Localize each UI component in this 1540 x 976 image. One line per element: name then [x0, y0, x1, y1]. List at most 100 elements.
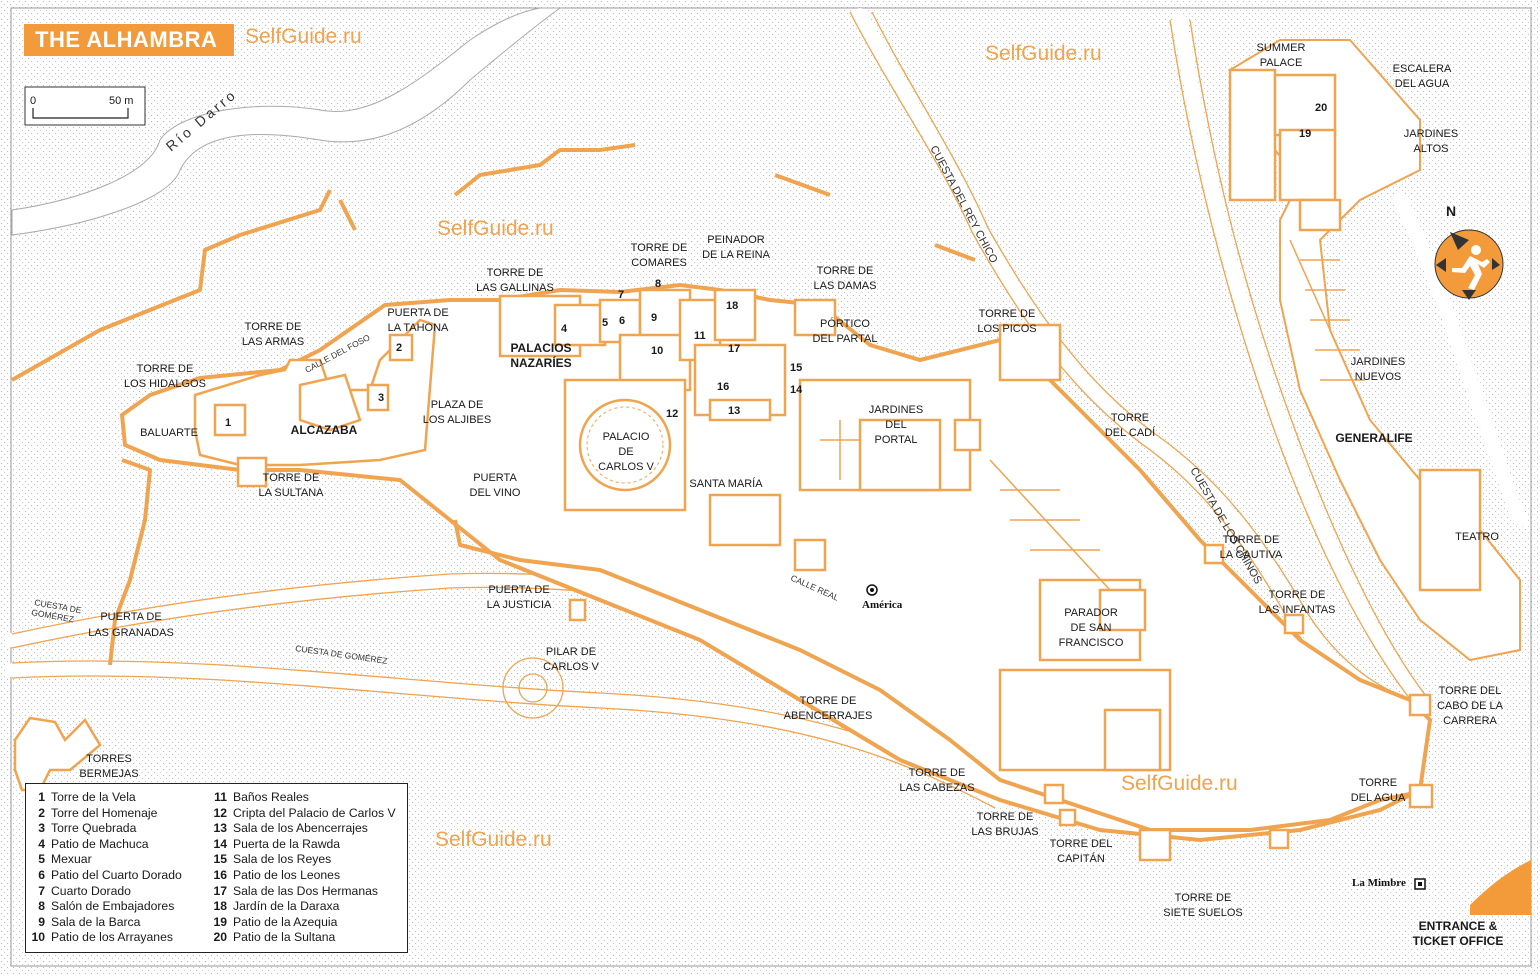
place-label: ENTRANCE &: [1419, 919, 1498, 933]
place-label: TORRE DE: [979, 308, 1036, 320]
place-label: BALUARTE: [140, 427, 198, 439]
title-banner: [24, 24, 234, 56]
watermarks: SelfGuide.ru SelfGuide.ru SelfGuide.ru S…: [435, 42, 1238, 851]
place-label: TORRE DE: [137, 363, 194, 375]
watermark: SelfGuide.ru: [435, 828, 552, 851]
place-label: TORRE DE: [263, 472, 320, 484]
place-label: LOS ALJIBES: [423, 414, 491, 426]
place-label: TORRE DE: [631, 242, 688, 254]
poi-markers: América La Mimbre: [862, 584, 1531, 915]
place-label: TEATRO: [1455, 531, 1499, 543]
place-label: FRANCISCO: [1059, 637, 1124, 649]
america-label: América: [862, 599, 903, 611]
watermark: SelfGuide.ru: [437, 217, 554, 240]
map-title: THE ALHAMBRA: [35, 27, 218, 52]
place-label: DEL AGUA: [1395, 78, 1450, 90]
place-label: SANTA MARÍA: [689, 477, 763, 490]
alcazaba-buildings: [193, 318, 437, 488]
place-label: LA SULTANA: [258, 487, 324, 499]
site-number: 15: [790, 362, 802, 374]
place-labels: TORRE DE LAS GALLINAS TORRE DE COMARES P…: [79, 42, 1503, 948]
site-number: 13: [728, 405, 740, 417]
place-label: TORRE DEL: [1439, 685, 1502, 697]
place-label: ALCAZABA: [291, 423, 358, 437]
place-label: COMARES: [631, 257, 687, 269]
place-label: DE LA REINA: [702, 249, 771, 261]
place-label: LAS CABEZAS: [899, 782, 974, 794]
place-label: LAS BRUJAS: [971, 826, 1038, 838]
place-label: NAZARÍES: [510, 355, 571, 370]
site-number: 5: [602, 317, 608, 329]
place-label: BERMEJAS: [79, 768, 138, 780]
torres-bermejas-buildings: [13, 716, 102, 792]
place-label: JARDINES: [1351, 356, 1405, 368]
place-label: DEL PARTAL: [812, 333, 877, 345]
place-label: CARRERA: [1443, 715, 1497, 727]
map-border: [10, 7, 1532, 967]
site-number: 9: [651, 312, 657, 324]
place-label: PEINADOR: [707, 234, 765, 246]
place-label: CARLOS V: [543, 661, 599, 673]
place-label: PALACIO: [603, 431, 650, 443]
watermark: SelfGuide.ru: [985, 42, 1102, 65]
place-label: DEL AGUA: [1351, 792, 1406, 804]
place-label: ALTOS: [1413, 143, 1448, 155]
place-label: PLAZA DE: [431, 399, 484, 411]
place-label: DEL: [885, 419, 906, 431]
place-label: LA TAHONA: [388, 322, 449, 334]
site-number: 1: [225, 417, 231, 429]
place-label: TORRE: [1359, 777, 1397, 789]
place-label: TORRE DE: [1175, 892, 1232, 904]
site-number: 6: [619, 315, 625, 327]
place-label: TORRES: [86, 753, 132, 765]
site-number: 4: [561, 323, 568, 335]
place-label: TORRE DE: [487, 267, 544, 279]
town-buildings: [568, 323, 1434, 862]
place-label: PÓRTICO: [820, 317, 870, 330]
place-label: TORRE DE: [817, 265, 874, 277]
place-label: DE: [618, 446, 633, 458]
place-label: SUMMER: [1257, 42, 1306, 54]
running-person-icon: [1452, 245, 1490, 290]
place-label: NUEVOS: [1355, 371, 1401, 383]
site-number: 3: [378, 392, 384, 404]
place-label: TORRE: [1111, 412, 1149, 424]
place-label: TORRE DE: [1269, 589, 1326, 601]
place-label: PUERTA DE: [100, 611, 161, 623]
site-number: 18: [726, 300, 738, 312]
place-label: LA CAUTIVA: [1220, 549, 1283, 561]
palacios-buildings: [498, 288, 837, 422]
place-label: LAS GALLINAS: [476, 282, 554, 294]
place-label: ABENCERRAJES: [784, 710, 873, 722]
place-label: JARDINES: [1404, 128, 1458, 140]
place-label: LAS GRANADAS: [88, 627, 174, 639]
hill-walls: [11, 143, 976, 382]
la-mimbre-label: La Mimbre: [1352, 877, 1406, 889]
place-label: TORRE DE: [800, 695, 857, 707]
place-label: LAS DAMAS: [814, 280, 877, 292]
river-darro: [11, 7, 562, 236]
place-label: DE SAN: [1071, 622, 1112, 634]
site-number: 8: [655, 278, 661, 290]
place-label: TICKET OFFICE: [1413, 934, 1504, 948]
site-number: 14: [790, 384, 803, 396]
site-number: 11: [694, 330, 706, 342]
watermark: SelfGuide.ru: [1121, 772, 1238, 795]
compass: N: [1434, 203, 1504, 300]
place-label: JARDINES: [869, 404, 923, 416]
site-numbers: 1 2 3 4 5 6 7 8 9 10 11 12 13 14 15 16 1…: [225, 102, 1327, 429]
